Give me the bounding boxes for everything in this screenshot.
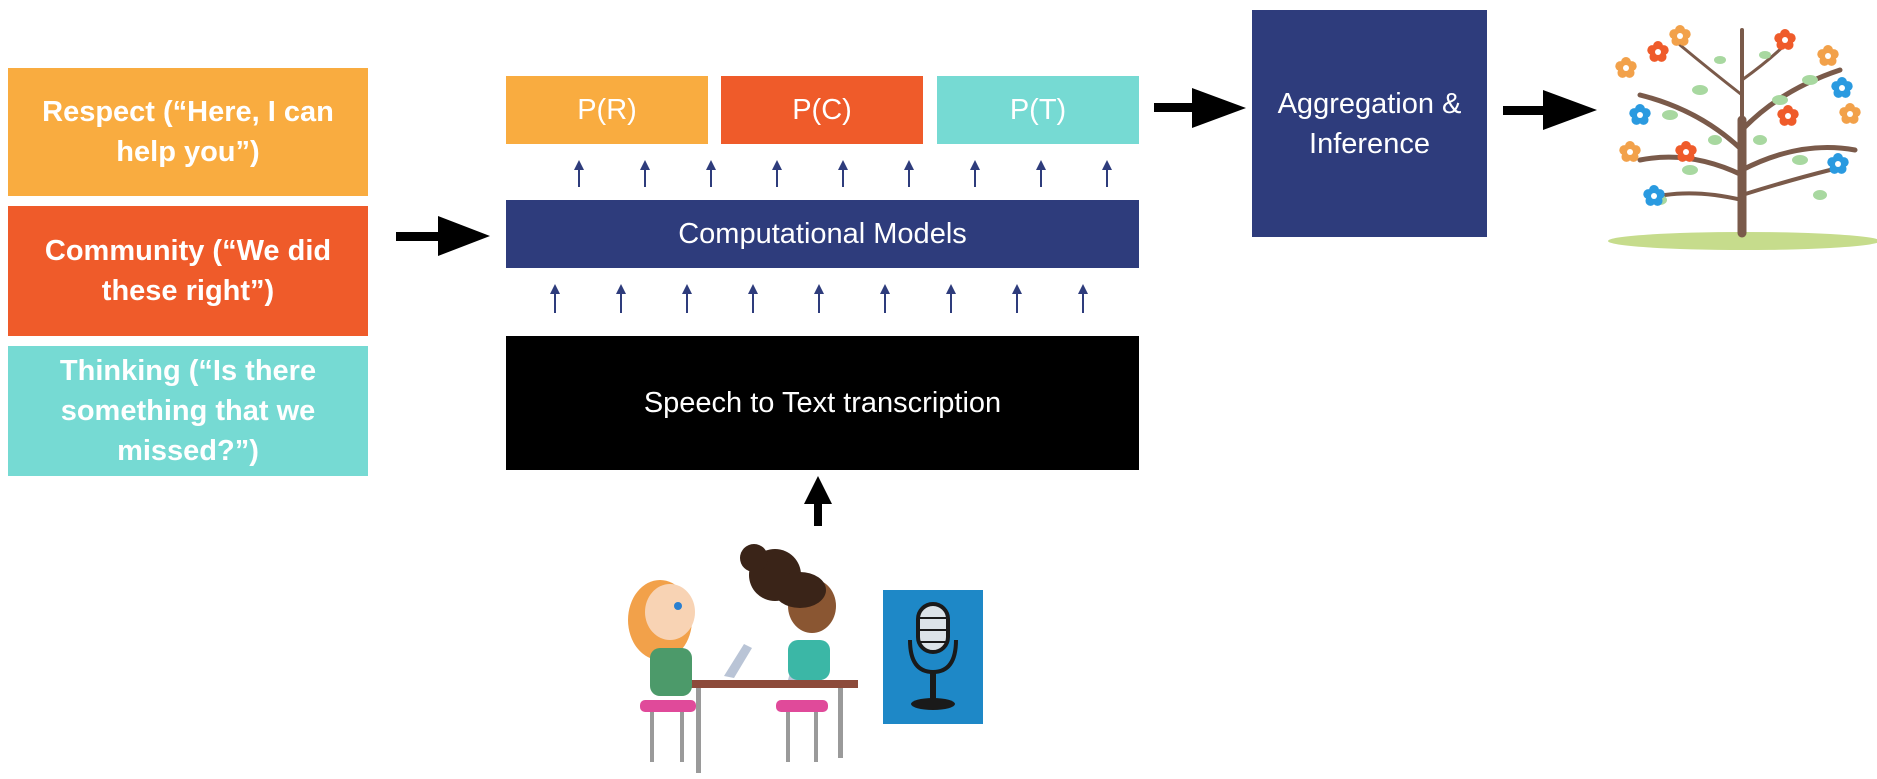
probability-thinking-label: P(T) xyxy=(1009,93,1067,126)
table-top xyxy=(686,680,858,688)
flower-shape xyxy=(1831,77,1853,98)
aggregation-inference-label: Aggregation & Inference xyxy=(1277,87,1462,160)
small-up-arrow xyxy=(550,284,560,313)
category-thinking: Thinking (“Is there something that we mi… xyxy=(8,346,368,476)
flower-shape xyxy=(1619,141,1641,162)
tree-branches xyxy=(1637,28,1858,238)
category-thinking-label: Thinking (“Is there something that we mi… xyxy=(59,355,317,467)
flower-shape xyxy=(1839,103,1861,124)
small-up-arrow xyxy=(748,284,758,313)
small-up-arrow xyxy=(814,284,824,313)
arrow-audio-to-transcription xyxy=(804,476,832,526)
arrow-probabilities-to-aggregation xyxy=(1154,88,1246,128)
probability-community-label: P(C) xyxy=(792,93,852,126)
aggregation-inference-box: Aggregation & Inference xyxy=(1252,10,1487,237)
arrow-categories-to-models xyxy=(396,216,490,256)
probability-respect-label: P(R) xyxy=(577,93,637,126)
tree-leaves xyxy=(1653,51,1827,205)
flower-shape xyxy=(1643,185,1665,206)
small-up-arrow xyxy=(706,160,716,187)
category-respect: Respect (“Here, I can help you”) xyxy=(8,68,368,196)
tree-flowers xyxy=(1615,25,1861,206)
speech-to-text-label: Speech to Text transcription xyxy=(643,386,1002,419)
category-respect-label: Respect (“Here, I can help you”) xyxy=(42,96,334,168)
girl-left xyxy=(628,580,696,762)
laptop-left xyxy=(724,644,752,678)
category-community-label: Community (“We did these right”) xyxy=(44,235,332,307)
small-up-arrow xyxy=(772,160,782,187)
small-up-arrow xyxy=(1012,284,1022,313)
category-community: Community (“We did these right”) xyxy=(8,206,368,336)
probability-respect: P(R) xyxy=(506,76,708,144)
small-up-arrow xyxy=(574,160,584,187)
small-up-arrow xyxy=(880,284,890,313)
flower-shape xyxy=(1817,45,1839,66)
flower-shape xyxy=(1615,57,1637,78)
probability-thinking: P(T) xyxy=(937,76,1139,144)
ground-shape xyxy=(1608,232,1877,250)
speech-to-text-box: Speech to Text transcription xyxy=(506,336,1139,470)
flower-shape xyxy=(1669,25,1691,46)
small-up-arrow xyxy=(1102,160,1112,187)
small-up-arrow xyxy=(1078,284,1088,313)
small-up-arrow xyxy=(640,160,650,187)
flower-shape xyxy=(1777,105,1799,126)
small-up-arrow xyxy=(838,160,848,187)
arrow-aggregation-to-tree xyxy=(1503,90,1597,130)
small-up-arrow xyxy=(1036,160,1046,187)
flower-shape xyxy=(1827,153,1849,174)
arrows-models-to-probabilities xyxy=(574,160,1112,187)
small-up-arrow xyxy=(682,284,692,313)
flower-shape xyxy=(1647,41,1669,62)
girl-right xyxy=(740,544,836,762)
flower-shape xyxy=(1629,104,1651,125)
probability-community: P(C) xyxy=(721,76,923,144)
flower-shape xyxy=(1774,29,1796,50)
small-up-arrow xyxy=(970,160,980,187)
small-up-arrow xyxy=(616,284,626,313)
arrows-transcription-to-models xyxy=(550,284,1088,313)
computational-models-label: Computational Models xyxy=(678,217,967,250)
computational-models-box: Computational Models xyxy=(506,200,1139,268)
small-up-arrow xyxy=(904,160,914,187)
small-up-arrow xyxy=(946,284,956,313)
flower-shape xyxy=(1675,141,1697,162)
